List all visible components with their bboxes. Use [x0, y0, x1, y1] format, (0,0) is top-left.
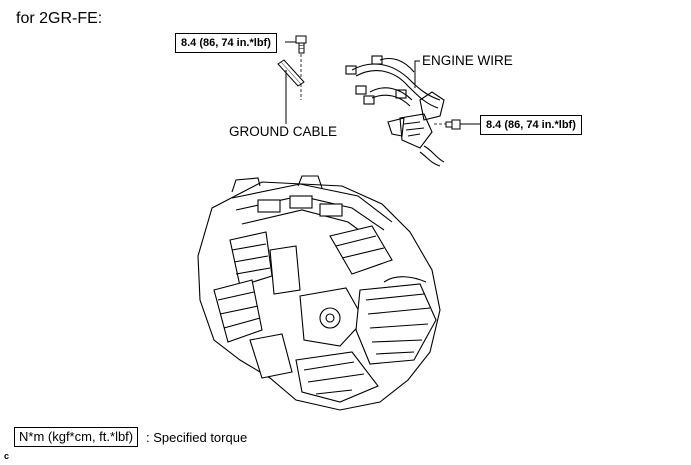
engine-wire-harness-icon: [345, 55, 445, 167]
figure-code: c: [4, 451, 10, 461]
bolt-icon: [445, 119, 461, 130]
torque-legend-box: N*m (kgf*cm, ft.*lbf): [14, 427, 139, 447]
section-heading: for 2GR-FE:: [16, 10, 103, 27]
engine-assembly-illustration: [197, 175, 441, 411]
bolt-icon: [295, 35, 307, 54]
engine-wire-label: ENGINE WIRE: [422, 53, 513, 68]
torque-legend-text: : Specified torque: [146, 430, 248, 445]
torque-spec-right: 8.4 (86, 74 in.*lbf): [480, 115, 582, 135]
ground-cable-icon: [277, 59, 305, 87]
ground-cable-label: GROUND CABLE: [229, 124, 338, 139]
torque-spec-top: 8.4 (86, 74 in.*lbf): [175, 33, 277, 53]
